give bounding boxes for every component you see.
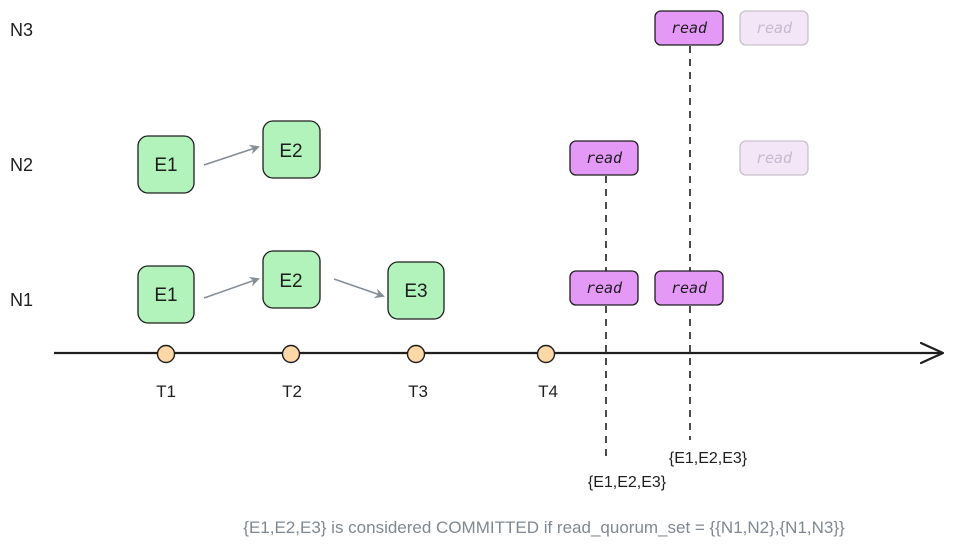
entry-box bbox=[262, 120, 321, 179]
time-label-t2: T2 bbox=[282, 382, 302, 401]
entry-box bbox=[262, 250, 321, 309]
arrow-icon bbox=[203, 144, 260, 166]
entry-label: E2 bbox=[279, 141, 302, 162]
read-label: read bbox=[671, 19, 708, 37]
read-requests: read read read read read read bbox=[569, 10, 809, 306]
node-n1-log: E1 E2 E3 bbox=[137, 250, 445, 324]
time-label-t1: T1 bbox=[156, 382, 176, 401]
node-label-n2: N2 bbox=[10, 155, 33, 175]
timeline: T1 T2 T3 T4 bbox=[54, 341, 945, 401]
time-marker-t2 bbox=[281, 344, 301, 364]
read-label: read bbox=[586, 149, 623, 167]
time-marker-t1 bbox=[156, 344, 176, 364]
arrow-icon bbox=[203, 276, 260, 299]
node-label-n1: N1 bbox=[10, 290, 33, 310]
time-label-t4: T4 bbox=[538, 382, 558, 401]
read-box bbox=[654, 270, 724, 306]
read-label: read bbox=[586, 279, 623, 297]
entry-box bbox=[387, 261, 445, 320]
entry-label: E1 bbox=[154, 155, 177, 176]
entry-label: E3 bbox=[404, 281, 427, 302]
read-box bbox=[569, 140, 639, 176]
read-a-result-set: {E1,E2,E3} bbox=[588, 474, 667, 491]
node-label-n3: N3 bbox=[10, 20, 33, 40]
entry-box bbox=[137, 265, 195, 324]
read-label: read bbox=[671, 279, 708, 297]
commit-rule-footnote: {E1,E2,E3} is considered COMMITTED if re… bbox=[243, 518, 845, 537]
read-box-faded bbox=[739, 10, 809, 46]
time-label-t3: T3 bbox=[408, 382, 428, 401]
entry-label: E2 bbox=[279, 271, 302, 292]
read-box-faded bbox=[739, 140, 809, 176]
entry-label: E1 bbox=[154, 285, 177, 306]
read-label-faded: read bbox=[756, 19, 793, 37]
time-marker-t3 bbox=[406, 344, 426, 364]
timeline-arrowhead-icon bbox=[919, 341, 945, 365]
entry-box bbox=[137, 135, 195, 194]
read-b-result-set: {E1,E2,E3} bbox=[669, 450, 748, 467]
arrow-icon bbox=[333, 278, 385, 299]
time-marker-t4 bbox=[536, 344, 556, 364]
read-label-faded: read bbox=[756, 149, 793, 167]
read-box bbox=[569, 270, 639, 306]
read-box bbox=[654, 10, 724, 46]
node-n2-log: E1 E2 bbox=[137, 120, 321, 194]
